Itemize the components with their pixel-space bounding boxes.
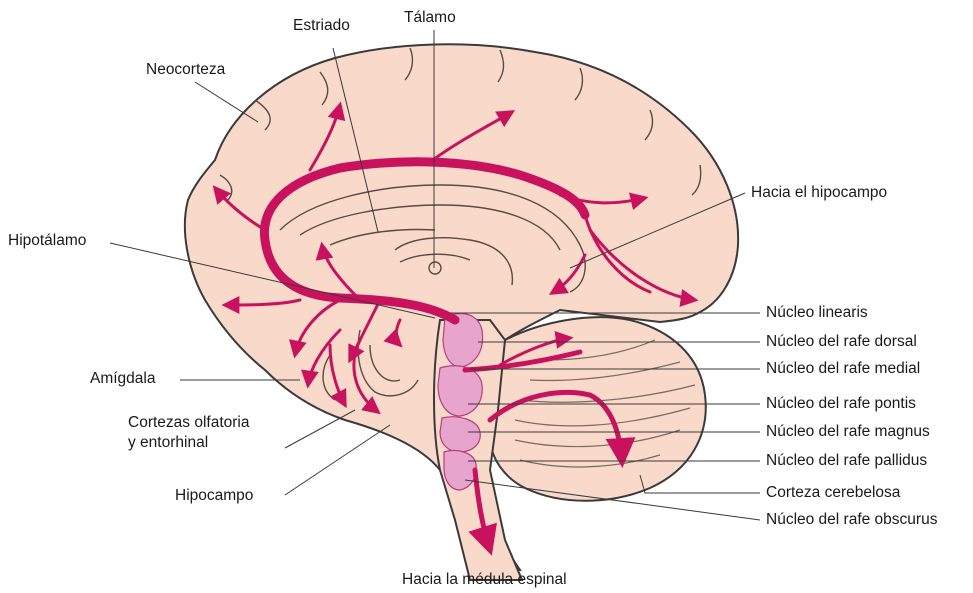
label-rafe-medial: Núcleo del rafe medial <box>766 359 920 379</box>
label-amigdala: Amígdala <box>90 369 155 389</box>
label-hipocampo: Hipocampo <box>175 486 253 506</box>
label-rafe-obscurus: Núcleo del rafe obscurus <box>766 510 937 530</box>
label-rafe-magnus: Núcleo del rafe magnus <box>766 422 930 442</box>
label-neocorteza: Neocorteza <box>146 60 225 80</box>
label-talamo: Tálamo <box>404 8 456 28</box>
raphe-nuclei <box>438 314 483 490</box>
cerebellum-shape <box>490 317 706 501</box>
label-nucleo-linearis: Núcleo linearis <box>766 303 868 323</box>
label-hacia-hipocampo: Hacia el hipocampo <box>751 183 887 203</box>
label-hipotalamo: Hipotálamo <box>8 231 86 251</box>
label-rafe-pallidus: Núcleo del rafe pallidus <box>766 451 927 471</box>
label-cortezas: Cortezas olfatoria y entorhinal <box>128 413 249 453</box>
label-estriado: Estriado <box>293 16 350 36</box>
label-corteza-cerebelosa: Corteza cerebelosa <box>766 483 900 503</box>
label-rafe-pontis: Núcleo del rafe pontis <box>766 394 916 414</box>
label-cortezas-line1: Cortezas olfatoria <box>128 413 249 433</box>
label-rafe-dorsal: Núcleo del rafe dorsal <box>766 332 917 352</box>
label-medula: Hacia la médula espinal <box>402 570 567 590</box>
label-cortezas-line2: y entorhinal <box>128 433 249 453</box>
